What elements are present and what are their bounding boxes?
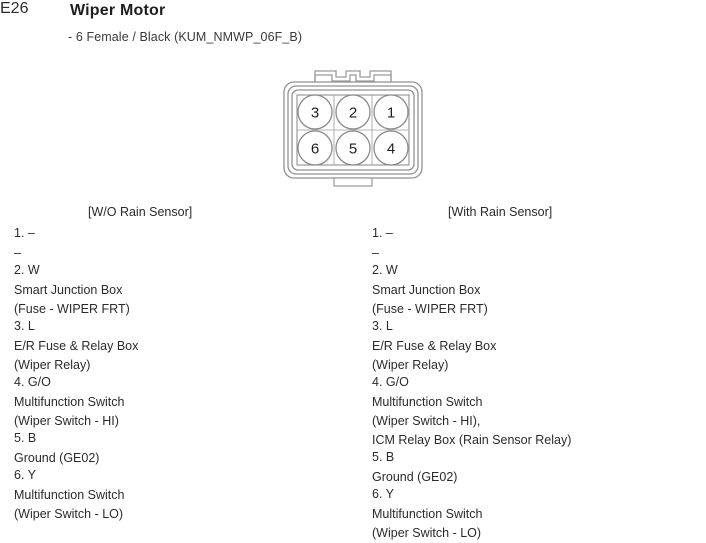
pin-description-line: Smart Junction Box (372, 283, 481, 297)
connector-subtitle: - 6 Female / Black (KUM_NMWP_06F_B) (68, 30, 303, 44)
pin-label: 2. W (372, 263, 398, 277)
pin-label: 4. G/O (14, 375, 51, 389)
pin-description: – (372, 244, 706, 263)
pin-row: 4. G/O Multifunction Switch (Wiper Switc… (14, 375, 359, 431)
pin-description-line: Multifunction Switch (372, 507, 483, 521)
pin-description-line: Ground (GE02) (372, 470, 458, 484)
pin-description-line: (Fuse - WIPER FRT) (14, 302, 130, 316)
pin-description: Multifunction Switch (Wiper Switch - HI)… (372, 393, 706, 450)
pin-description: – (14, 244, 359, 263)
pin-row: 2. W Smart Junction Box (Fuse - WIPER FR… (14, 263, 359, 319)
pin-description-line: Ground (GE02) (14, 451, 100, 465)
pin-description-line: E/R Fuse & Relay Box (14, 339, 139, 353)
connector-bottom-tab-icon (333, 177, 373, 187)
connector-latch-icon (314, 70, 392, 86)
pin-description-line: Smart Junction Box (14, 283, 123, 297)
pin-circle-6 (297, 130, 333, 166)
page-title: Wiper Motor (70, 2, 166, 19)
pin-label: 5. B (14, 431, 37, 445)
pin-description: Multifunction Switch (Wiper Switch - LO) (14, 486, 359, 524)
pin-description-line: (Fuse - WIPER FRT) (372, 302, 488, 316)
pin-description-line: Multifunction Switch (14, 395, 125, 409)
pin-row: 3. L E/R Fuse & Relay Box (Wiper Relay) (372, 319, 706, 375)
pin-circle-4 (373, 130, 409, 166)
pin-description: Multifunction Switch (Wiper Switch - HI) (14, 393, 359, 431)
pin-row: 5. B Ground (GE02) (372, 450, 706, 487)
pin-description: E/R Fuse & Relay Box (Wiper Relay) (14, 337, 359, 375)
pin-description-line: E/R Fuse & Relay Box (372, 339, 497, 353)
pin-label: 5. B (372, 450, 395, 464)
pin-row: 5. B Ground (GE02) (14, 431, 359, 468)
pin-description: Ground (GE02) (372, 468, 706, 487)
pin-row-list: 1. – – 2. W Smart Junction Box (Fuse - W… (372, 226, 706, 543)
pin-label: 3. L (14, 319, 35, 333)
pin-row: 6. Y Multifunction Switch (Wiper Switch … (372, 487, 706, 543)
pin-description-line: (Wiper Switch - HI), (372, 414, 481, 428)
pin-label: 1. – (372, 226, 393, 240)
pin-row: 1. – – (372, 226, 706, 263)
pin-description-line: (Wiper Relay) (372, 358, 449, 372)
pin-number-2: 2 (349, 105, 357, 122)
pin-row: 3. L E/R Fuse & Relay Box (Wiper Relay) (14, 319, 359, 375)
pin-number-4: 4 (387, 141, 395, 158)
pin-row: 1. – – (14, 226, 359, 263)
pin-label: 4. G/O (372, 375, 409, 389)
pin-description: Multifunction Switch (Wiper Switch - LO) (372, 505, 706, 543)
pin-description-line: ICM Relay Box (Rain Sensor Relay) (372, 433, 572, 447)
pin-description-line: Multifunction Switch (14, 488, 125, 502)
connector-pinout-diagram: 3 2 1 6 5 4 (278, 68, 428, 194)
pin-number-6: 6 (311, 141, 319, 158)
pin-label: 2. W (14, 263, 40, 277)
pin-description-line: (Wiper Switch - HI) (14, 414, 119, 428)
pin-table-header: [With Rain Sensor] (448, 205, 553, 219)
pin-number-5: 5 (349, 141, 357, 158)
pin-circle-3 (297, 94, 333, 130)
pin-description-line: – (14, 246, 21, 260)
pin-description: Smart Junction Box (Fuse - WIPER FRT) (14, 281, 359, 319)
pin-description: Smart Junction Box (Fuse - WIPER FRT) (372, 281, 706, 319)
pin-circle-2 (335, 94, 371, 130)
connector-pin-circles (297, 94, 409, 166)
pin-row: 2. W Smart Junction Box (Fuse - WIPER FR… (372, 263, 706, 319)
pin-circle-1 (373, 94, 409, 130)
pin-number-1: 1 (387, 105, 395, 122)
pin-description-line: (Wiper Relay) (14, 358, 91, 372)
pin-row-list: 1. – – 2. W Smart Junction Box (Fuse - W… (14, 226, 359, 524)
pin-circle-5 (335, 130, 371, 166)
pin-label: 6. Y (372, 487, 395, 501)
pin-row: 6. Y Multifunction Switch (Wiper Switch … (14, 468, 359, 524)
pin-description-line: – (372, 246, 379, 260)
pin-row: 4. G/O Multifunction Switch (Wiper Switc… (372, 375, 706, 450)
pin-label: 1. – (14, 226, 35, 240)
connector-cavity-dividers (297, 95, 409, 165)
pin-description-line: (Wiper Switch - LO) (14, 507, 124, 521)
document-header: E26 Wiper Motor - 6 Female / Black (KUM_… (0, 0, 706, 58)
pin-description-line: Multifunction Switch (372, 395, 483, 409)
pin-number-3: 3 (311, 105, 319, 122)
pin-description: Ground (GE02) (14, 449, 359, 468)
connector-code: E26 (0, 0, 29, 17)
pin-label: 3. L (372, 319, 393, 333)
pin-table-header: [W/O Rain Sensor] (88, 205, 193, 219)
pin-description-line: (Wiper Switch - LO) (372, 526, 482, 540)
pin-label: 6. Y (14, 468, 37, 482)
pin-description: E/R Fuse & Relay Box (Wiper Relay) (372, 337, 706, 375)
